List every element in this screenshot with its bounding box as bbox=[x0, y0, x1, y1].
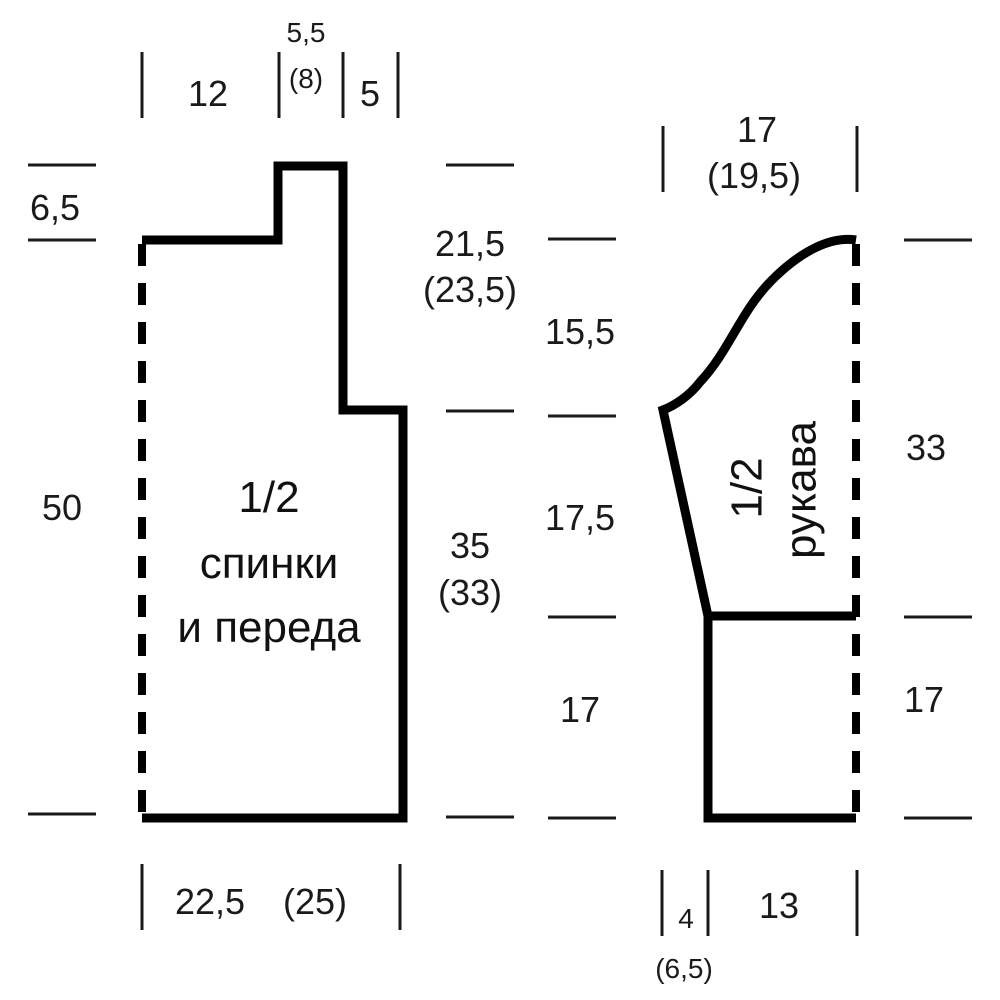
shoulder-width: 12 bbox=[188, 73, 228, 114]
armhole-height-alt: (23,5) bbox=[423, 269, 517, 310]
sleeve-right-cuff-height: 17 bbox=[904, 679, 944, 720]
sleeve-top-width: 17 bbox=[737, 109, 777, 150]
sleeve-cuff-outline bbox=[703, 612, 856, 823]
side-height-alt: (33) bbox=[438, 572, 502, 613]
bottom-width: 22,5 bbox=[175, 881, 245, 922]
collar-width: 5 bbox=[360, 73, 380, 114]
body-label-fraction: 1/2 bbox=[238, 473, 299, 522]
sleeve-outline bbox=[657, 234, 857, 621]
neck-width: 5,5 bbox=[287, 17, 326, 48]
side-height: 35 bbox=[450, 525, 490, 566]
total-length: 50 bbox=[42, 487, 82, 528]
sleeve-left-dimensions: 15,5 17,5 17 bbox=[545, 237, 616, 820]
sleeve-upper-height: 17,5 bbox=[545, 497, 615, 538]
body-label-name: спинки bbox=[200, 539, 339, 588]
sleeve-label-fraction: 1/2 bbox=[723, 457, 772, 518]
body-right-dimensions: 21,5 (23,5) 35 (33) bbox=[423, 163, 517, 819]
sleeve-offset: 4 bbox=[678, 903, 694, 934]
body-bottom-dimensions: 22,5 (25) bbox=[140, 864, 402, 930]
body-label-name2: и переда bbox=[177, 603, 361, 652]
neck-width-alt: (8) bbox=[289, 63, 323, 94]
sleeve-top-width-alt: (19,5) bbox=[707, 155, 801, 196]
collar-height: 6,5 bbox=[30, 187, 80, 228]
sleeve-bottom-dimensions: 4 (6,5) 13 bbox=[655, 870, 859, 984]
body-top-dimensions: 12 5,5 (8) 5 bbox=[140, 17, 400, 118]
sleeve-piece: 1/2 рукава 17 (19,5) 15,5 17,5 17 33 17 bbox=[545, 109, 972, 984]
body-piece: 1/2 спинки и переда 12 5,5 (8) 5 6,5 50 bbox=[28, 17, 517, 930]
sleeve-label-name: рукава bbox=[777, 420, 826, 559]
sleeve-cuff-width: 13 bbox=[759, 885, 799, 926]
sleeve-right-dimensions: 33 17 bbox=[904, 238, 972, 820]
sleeve-cap-height: 15,5 bbox=[545, 311, 615, 352]
sleeve-top-dimensions: 17 (19,5) bbox=[661, 109, 859, 196]
body-outline bbox=[142, 161, 408, 823]
sleeve-offset-alt: (6,5) bbox=[655, 953, 713, 984]
bottom-width-alt: (25) bbox=[283, 881, 347, 922]
sleeve-cuff-height: 17 bbox=[560, 689, 600, 730]
armhole-height: 21,5 bbox=[435, 223, 505, 264]
sleeve-upper-total: 33 bbox=[906, 427, 946, 468]
body-left-dimensions: 6,5 50 bbox=[28, 163, 96, 816]
